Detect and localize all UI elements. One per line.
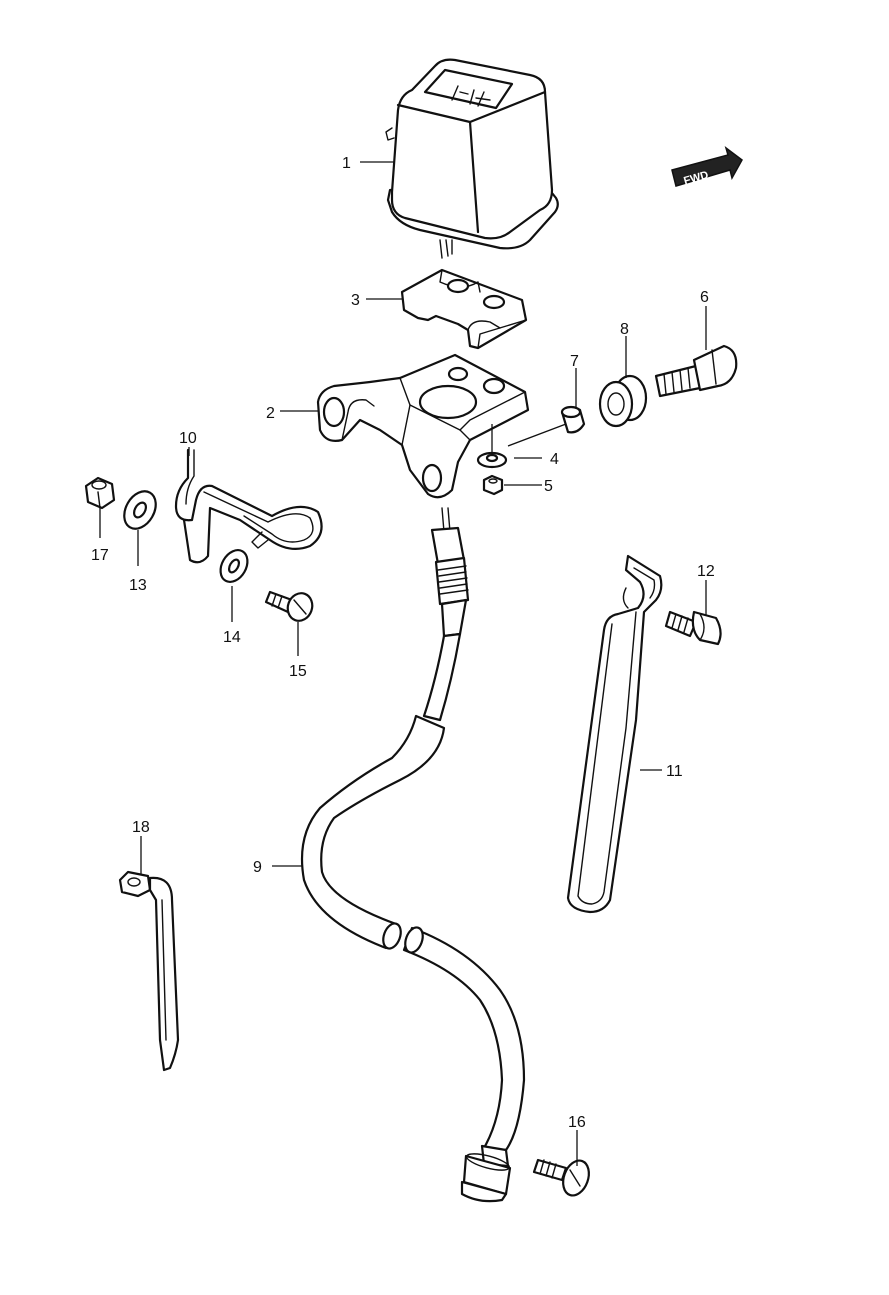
part-18-cable-tie — [118, 870, 180, 1072]
part-5-nut — [482, 474, 504, 496]
part-3-plate — [400, 268, 528, 350]
part-4-washer — [476, 451, 508, 469]
leader-lines — [99, 161, 707, 1166]
fwd-arrow-icon: FWD — [671, 146, 743, 188]
callout-8: 8 — [620, 321, 629, 338]
callout-14: 14 — [223, 629, 241, 646]
part-6-bolt — [654, 344, 738, 398]
part-17-nut — [84, 476, 116, 510]
callout-18: 18 — [132, 819, 150, 836]
part-13-washer — [123, 490, 157, 530]
part-11-clamp — [566, 554, 663, 914]
part-8-grommet — [598, 374, 648, 428]
part-2-bracket — [316, 353, 530, 499]
callout-2: 2 — [266, 405, 275, 422]
part-14-washer — [219, 549, 249, 583]
callout-11: 11 — [666, 763, 683, 780]
callout-17: 17 — [91, 547, 109, 564]
callout-6: 6 — [700, 289, 709, 306]
part-1-cap — [385, 58, 559, 259]
callout-9: 9 — [253, 859, 262, 876]
part-10-clip — [174, 448, 323, 564]
callout-labels: 1 2 3 4 5 6 7 8 9 10 11 12 13 14 15 16 1… — [91, 155, 715, 1131]
callout-16: 16 — [568, 1114, 586, 1131]
part-9-cable — [300, 507, 526, 1203]
callout-12: 12 — [697, 563, 715, 580]
callout-13: 13 — [129, 577, 147, 594]
part-7-collar — [560, 405, 586, 434]
part-12-bolt — [664, 610, 722, 646]
callout-1: 1 — [342, 155, 351, 172]
part-16-screw — [532, 1158, 590, 1197]
callout-3: 3 — [351, 292, 360, 309]
callout-10: 10 — [179, 430, 197, 447]
callout-15: 15 — [289, 663, 307, 680]
callout-5: 5 — [544, 478, 553, 495]
callout-4: 4 — [550, 451, 559, 468]
callout-7: 7 — [570, 353, 579, 370]
part-15-screw — [264, 590, 314, 622]
